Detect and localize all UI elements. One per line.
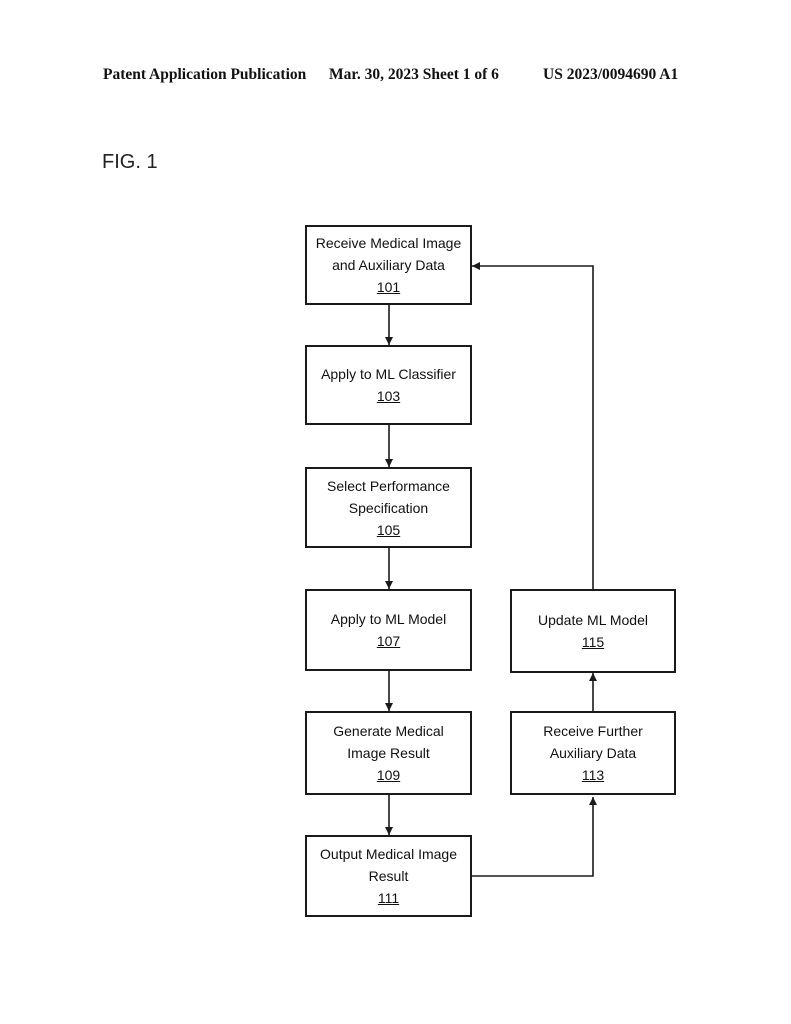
- step-box-111: Output Medical Image Result 111: [305, 835, 472, 917]
- step-113-text-line1: Receive Further: [543, 720, 643, 742]
- step-113-ref: 113: [582, 764, 604, 786]
- step-115-ref: 115: [582, 631, 604, 653]
- step-109-ref: 109: [377, 764, 400, 786]
- step-115-text-line1: Update ML Model: [538, 609, 648, 631]
- step-105-ref: 105: [377, 519, 400, 541]
- step-113-text-line2: Auxiliary Data: [550, 742, 636, 764]
- step-109-text-line1: Generate Medical: [333, 720, 444, 742]
- step-box-101: Receive Medical Image and Auxiliary Data…: [305, 225, 472, 305]
- step-111-ref: 111: [378, 887, 399, 909]
- step-109-text-line2: Image Result: [347, 742, 429, 764]
- step-101-text-line2: and Auxiliary Data: [332, 254, 445, 276]
- step-box-109: Generate Medical Image Result 109: [305, 711, 472, 795]
- step-107-text-line1: Apply to ML Model: [331, 608, 446, 630]
- step-box-105: Select Performance Specification 105: [305, 467, 472, 548]
- step-box-107: Apply to ML Model 107: [305, 589, 472, 671]
- step-box-115: Update ML Model 115: [510, 589, 676, 673]
- arrow-115-to-101: [472, 266, 593, 589]
- arrow-111-to-113: [469, 797, 593, 876]
- step-105-text-line2: Specification: [349, 497, 428, 519]
- step-107-ref: 107: [377, 630, 400, 652]
- step-105-text-line1: Select Performance: [327, 475, 450, 497]
- step-101-text-line1: Receive Medical Image: [316, 232, 462, 254]
- step-101-ref: 101: [377, 276, 400, 298]
- step-box-103: Apply to ML Classifier 103: [305, 345, 472, 425]
- step-103-text-line1: Apply to ML Classifier: [321, 363, 456, 385]
- step-111-text-line2: Result: [369, 865, 409, 887]
- step-box-113: Receive Further Auxiliary Data 113: [510, 711, 676, 795]
- step-111-text-line1: Output Medical Image: [320, 843, 457, 865]
- step-103-ref: 103: [377, 385, 400, 407]
